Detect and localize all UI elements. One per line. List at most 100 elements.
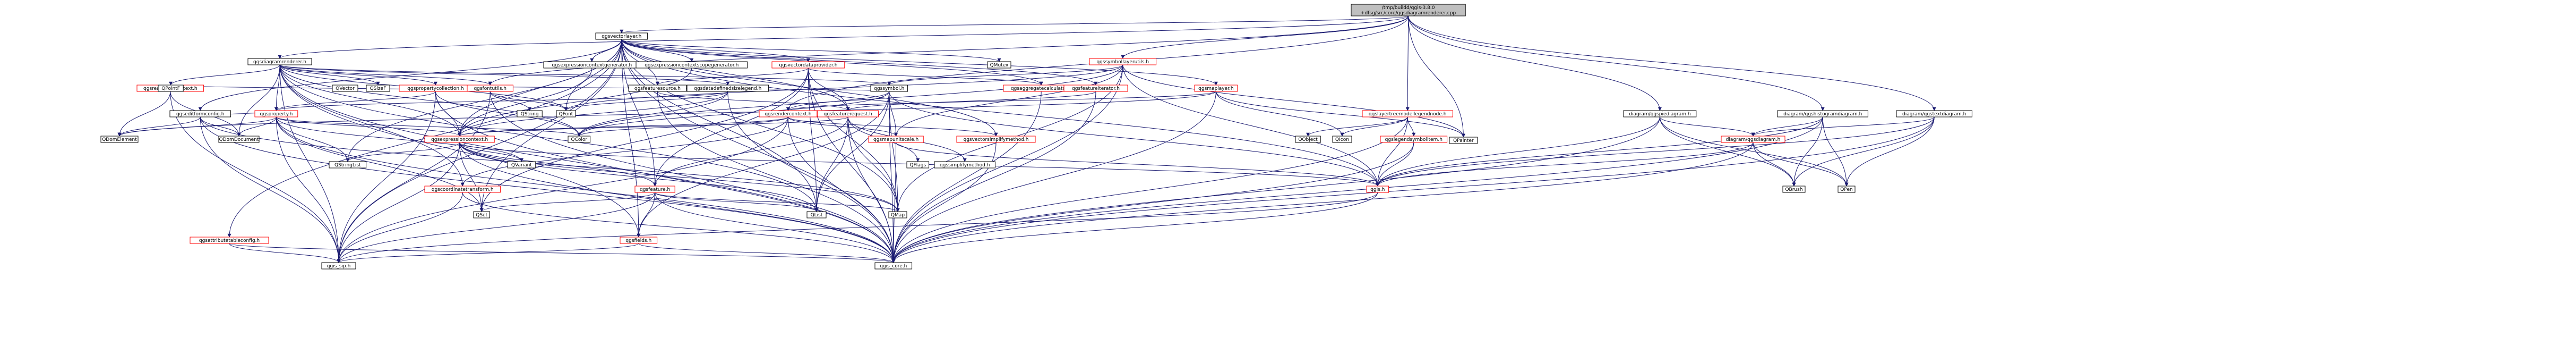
node-qgseditformconfig[interactable]: qgseditformconfig.h bbox=[169, 110, 231, 117]
node-qgsexpressioncontextscopegenerator[interactable]: qgsexpressioncontextscopegenerator.h bbox=[636, 61, 748, 69]
node-label: QString bbox=[521, 112, 539, 117]
edge-qgspropertycollection-QColor bbox=[435, 91, 581, 137]
node-label: QList bbox=[811, 213, 823, 218]
node-box bbox=[517, 110, 543, 117]
node-qgsrendercontext[interactable]: qgsrendercontext.h bbox=[759, 110, 818, 117]
node-box bbox=[254, 110, 298, 117]
node-QObject[interactable]: QObject bbox=[1295, 136, 1321, 143]
edge-qgsrendercontext-qgis_sip bbox=[337, 116, 788, 263]
node-qgscoordinatetransform[interactable]: qgscoordinatetransform.h bbox=[424, 186, 501, 193]
node-box bbox=[467, 85, 513, 92]
edge-qgsvectorlayer-qgis_sip bbox=[337, 39, 622, 263]
edge-qgsdiagram_pie-QPen bbox=[1659, 116, 1849, 187]
node-qgsvectorsimplifymethod[interactable]: qgsvectorsimplifymethod.h bbox=[956, 136, 1036, 143]
edge-qgsproperty-qgis_core bbox=[276, 116, 896, 263]
edge-qgsvectorlayer-qgseditformconfig bbox=[198, 39, 622, 111]
edge-qgseditformconfig-QDomDocument bbox=[200, 116, 241, 137]
node-QIcon[interactable]: QIcon bbox=[1332, 136, 1352, 143]
edge-qgis-qgis_core bbox=[891, 192, 1378, 263]
node-QMap[interactable]: QMap bbox=[888, 211, 907, 218]
node-label: qgsfeatureiterator.h bbox=[1072, 86, 1120, 91]
node-QVector[interactable]: QVector bbox=[332, 85, 358, 92]
node-qgsexpressioncontext[interactable]: qgsexpressioncontext.h bbox=[424, 136, 495, 143]
node-qgsaggregatecalculator[interactable]: qgsaggregatecalculator.h bbox=[1003, 85, 1079, 92]
node-qgslegendsymbolitem[interactable]: qgslegendsymbolitem.h bbox=[1380, 136, 1448, 143]
node-qgsexpressioncontextgenerator[interactable]: qgsexpressioncontextgenerator.h bbox=[543, 61, 641, 69]
node-label: QIcon bbox=[1335, 137, 1349, 142]
edge-qgsfeaturerequest-qgsexpressioncontext bbox=[458, 116, 848, 137]
node-qgsattributetableconfig[interactable]: qgsattributetableconfig.h bbox=[190, 237, 269, 244]
node-qgsdatadefinedsizelegend[interactable]: qgsdatadefinedsizelegend.h bbox=[686, 85, 769, 92]
node-QPen[interactable]: QPen bbox=[1837, 186, 1856, 193]
node-QVariant[interactable]: QVariant bbox=[507, 161, 536, 169]
edge-qgsexpressioncontextgenerator-qgsexpressioncontext bbox=[458, 68, 593, 137]
node-qgsdiagram_hist[interactable]: diagram/qgshistogramdiagram.h bbox=[1777, 110, 1868, 117]
node-box bbox=[868, 136, 924, 143]
node-label: qgslayertreemodellegendnode.h bbox=[1369, 112, 1447, 117]
edge-qgspropertycollection-qgsproperty bbox=[274, 91, 436, 111]
node-QFlags[interactable]: QFlags bbox=[906, 161, 930, 169]
node-QFont[interactable]: QFont bbox=[556, 110, 576, 117]
node-box bbox=[1194, 85, 1238, 92]
node-qgsdiagram[interactable]: diagram/qgsdiagram.h bbox=[1721, 136, 1785, 143]
node-qgssimplifymethod[interactable]: qgssimplifymethod.h bbox=[934, 161, 995, 169]
node-QSet[interactable]: QSet bbox=[473, 211, 490, 218]
node-label: qgssymbol.h bbox=[874, 86, 904, 91]
node-QBrush[interactable]: QBrush bbox=[1782, 186, 1806, 193]
edge-qgsfields-qgis_sip bbox=[337, 243, 639, 263]
node-QSizeF[interactable]: QSizeF bbox=[366, 85, 390, 92]
node-qgsmapunitscale[interactable]: qgsmapunitscale.h bbox=[868, 136, 924, 143]
node-box bbox=[956, 136, 1036, 143]
node-QDomElement[interactable]: QDomElement bbox=[100, 136, 139, 143]
node-label: qgsfeature.h bbox=[640, 187, 670, 192]
node-box bbox=[1351, 4, 1466, 16]
edge-qgsdiagram_hist-qgis_core bbox=[891, 116, 1823, 263]
edge-qgsattributetableconfig-qgis_sip bbox=[229, 243, 341, 263]
node-box bbox=[1063, 85, 1128, 92]
node-qgsdiagram_pie[interactable]: diagram/qgspiediagram.h bbox=[1623, 110, 1697, 117]
node-qgsmaplayer[interactable]: qgsmaplayer.h bbox=[1194, 85, 1238, 92]
node-label: qgsmaplayer.h bbox=[1198, 86, 1233, 91]
node-box bbox=[1623, 110, 1697, 117]
node-QList[interactable]: QList bbox=[806, 211, 827, 218]
node-qgssymbol[interactable]: qgssymbol.h bbox=[870, 85, 908, 92]
node-QPainter[interactable]: QPainter bbox=[1449, 137, 1478, 144]
node-qgslayertreemodellegendnode[interactable]: qgslayertreemodellegendnode.h bbox=[1362, 110, 1453, 117]
node-box bbox=[771, 61, 845, 69]
node-qgsfields[interactable]: qgsfields.h bbox=[620, 237, 658, 244]
node-box bbox=[158, 85, 184, 92]
node-QString[interactable]: QString bbox=[517, 110, 543, 117]
node-qgis[interactable]: qgis.h bbox=[1366, 186, 1389, 193]
node-root[interactable]: /tmp/buildd/qgis-3.8.0+dfsg/src/core/qgs… bbox=[1351, 4, 1466, 16]
node-qgsfeaturerequest[interactable]: qgsfeaturerequest.h bbox=[817, 110, 879, 117]
node-qgsdiagram_text[interactable]: diagram/qgstextdiagram.h bbox=[1896, 110, 1972, 117]
edge-qgsdiagram_hist-QBrush bbox=[1792, 116, 1823, 187]
node-QMutex[interactable]: QMutex bbox=[987, 61, 1011, 69]
node-QStringList[interactable]: QStringList bbox=[329, 161, 367, 169]
node-qgsdiagramrenderer[interactable]: qgsdiagramrenderer.h bbox=[247, 58, 312, 65]
edge-qgsvectorlayer-qgsfeatureiterator bbox=[621, 39, 1098, 86]
node-qgsfeature[interactable]: qgsfeature.h bbox=[634, 186, 675, 193]
edge-qgsdiagramrenderer-QList bbox=[279, 64, 819, 212]
node-qgsvectordataprovider[interactable]: qgsvectordataprovider.h bbox=[771, 61, 845, 69]
edge-qgsreadwritecontext-QDomElement bbox=[117, 91, 171, 137]
node-label: qgsfields.h bbox=[625, 238, 651, 243]
node-qgsfeatureiterator[interactable]: qgsfeatureiterator.h bbox=[1063, 85, 1128, 92]
node-QDomDocument[interactable]: QDomDocument bbox=[218, 136, 260, 143]
edge-qgsdatadefinedsizelegend-QFont bbox=[564, 91, 728, 111]
node-QColor[interactable]: QColor bbox=[568, 136, 591, 143]
node-qgis_core[interactable]: qgis_core.h bbox=[874, 262, 913, 270]
node-qgis_sip[interactable]: qgis_sip.h bbox=[321, 262, 356, 270]
node-qgsvectorlayer[interactable]: qgsvectorlayer.h bbox=[595, 32, 648, 40]
edge-qgsvectorlayer-qgsvectorsimplifymethod bbox=[621, 39, 998, 137]
node-label: qgseditformconfig.h bbox=[176, 112, 224, 117]
node-qgsproperty[interactable]: qgsproperty.h bbox=[254, 110, 298, 117]
node-qgssymbollayerutils[interactable]: qgssymbollayerutils.h bbox=[1089, 58, 1157, 65]
node-qgspropertycollection[interactable]: qgspropertycollection.h bbox=[399, 85, 473, 92]
node-QPointF[interactable]: QPointF bbox=[158, 85, 184, 92]
node-qgsfeaturesource[interactable]: qgsfeaturesource.h bbox=[628, 85, 687, 92]
node-qgsfontutils[interactable]: qgsfontutils.h bbox=[467, 85, 513, 92]
edge-qgssymbollayerutils-qgsmapunitscale bbox=[894, 64, 1123, 137]
edge-qgsexpressioncontext-qgis_core bbox=[459, 142, 896, 263]
edge-qgsfeature-qgis_core bbox=[655, 192, 896, 263]
